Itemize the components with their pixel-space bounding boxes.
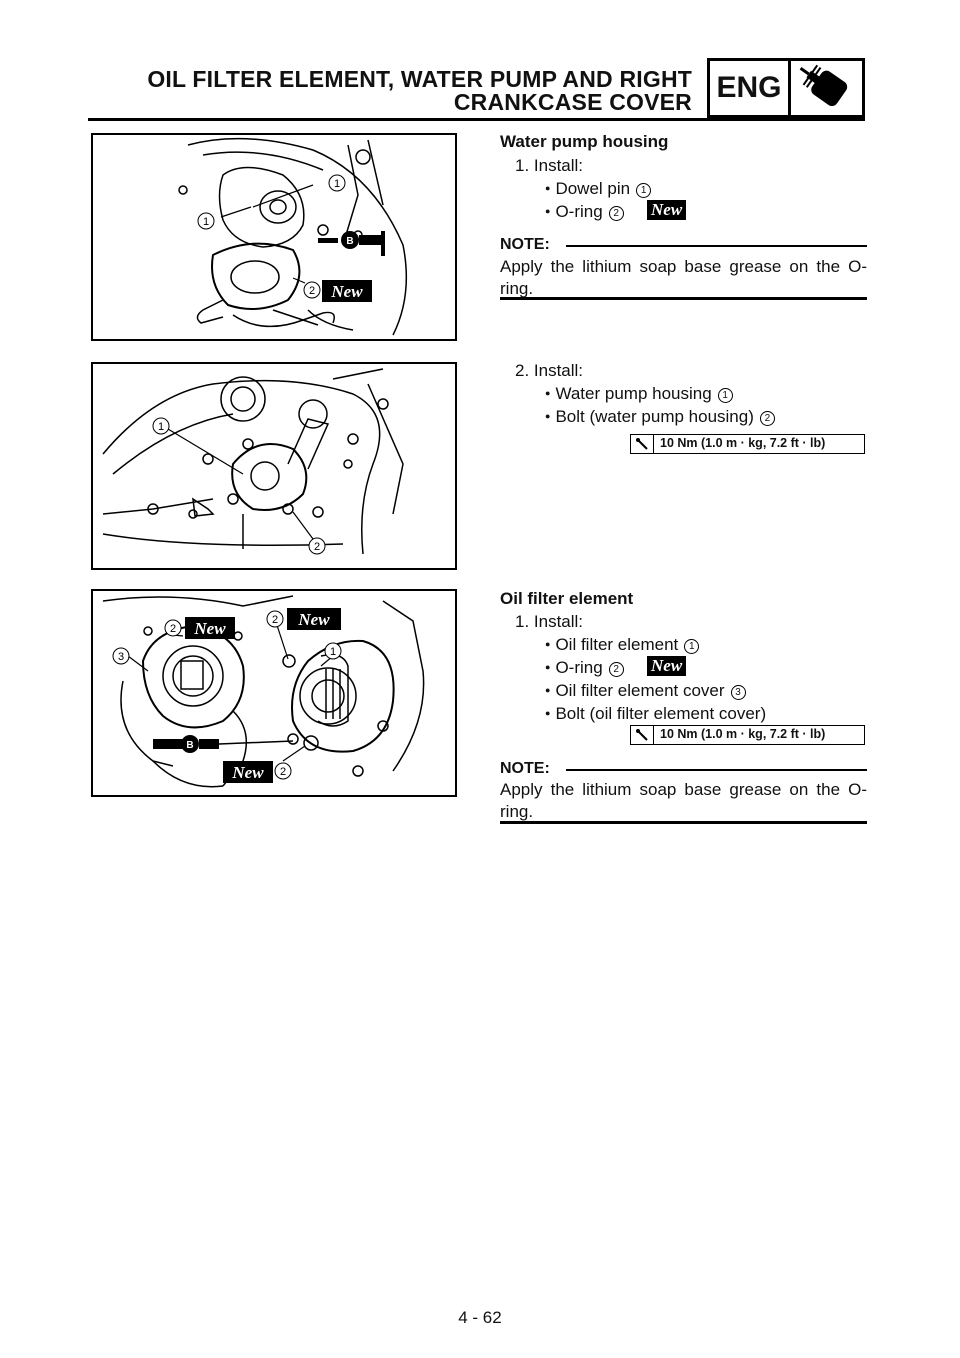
callout-label: 3: [118, 651, 124, 663]
figure-water-pump-housing: 1 2: [91, 362, 457, 570]
note-text: Apply the lithium soap base grease on th…: [500, 780, 867, 821]
new-part-badge: New: [185, 617, 235, 639]
callout-label: 1: [158, 421, 164, 433]
note-text: Apply the lithium soap base grease on th…: [500, 257, 867, 298]
oil-filter-illustration: B 2 2 3 1 2 New New: [102, 595, 425, 788]
callout-label: 2: [170, 623, 176, 635]
svg-text:New: New: [231, 763, 264, 782]
step-label: 1. Install:: [515, 156, 584, 175]
header-rule: [88, 118, 865, 121]
new-part-badge: New: [647, 656, 687, 676]
torque-spec: 10 Nm (1.0 m · kg, 7.2 ft · lb): [630, 434, 865, 454]
svg-text:New: New: [193, 619, 226, 638]
figure-oil-filter-element: B 2 2 3 1 2 New New: [91, 589, 457, 797]
step-label: 1. Install:: [515, 612, 584, 631]
new-part-badge: New: [287, 608, 341, 630]
page-number: 4 - 62: [458, 1308, 502, 1327]
torque-spec: 10 Nm (1.0 m · kg, 7.2 ft · lb): [630, 725, 865, 745]
grease-symbol: B: [318, 231, 385, 256]
note-label: NOTE:: [500, 236, 550, 253]
callout-label: 2: [309, 285, 315, 297]
engine-icon: [791, 61, 862, 115]
torque-wrench-icon: [631, 435, 654, 453]
callout-label: 1: [203, 216, 209, 228]
grease-mark: B: [346, 236, 353, 247]
torque-value: 10 Nm (1.0 m · kg, 7.2 ft · lb): [660, 436, 826, 450]
callout-label: 2: [272, 614, 278, 626]
callout-label: 2: [314, 541, 320, 553]
page-title-line2: CRANKCASE COVER: [453, 89, 692, 115]
grease-mark: B: [186, 740, 193, 751]
list-item: Bolt (oil filter element cover): [545, 703, 766, 727]
water-pump-illustration-2: 1 2: [102, 368, 404, 555]
new-part-badge: New: [223, 761, 273, 783]
note-label: NOTE:: [500, 760, 550, 777]
svg-text:New: New: [330, 282, 363, 301]
section-heading-oil-filter: Oil filter element: [500, 589, 634, 608]
svg-text:New: New: [297, 610, 330, 629]
list-item: Bolt (water pump housing)2: [545, 406, 775, 430]
torque-wrench-icon: [631, 726, 654, 744]
callout-label: 1: [334, 178, 340, 190]
callout-label: 1: [330, 646, 336, 658]
step-label: 2. Install:: [515, 361, 584, 380]
note-rule: [566, 245, 867, 247]
torque-value: 10 Nm (1.0 m · kg, 7.2 ft · lb): [660, 727, 826, 741]
note-end-rule: [500, 821, 867, 824]
callout-label: 2: [280, 766, 286, 778]
page-title-line1: OIL FILTER ELEMENT, WATER PUMP AND RIGHT: [147, 66, 692, 92]
section-heading-water-pump: Water pump housing: [500, 132, 669, 151]
section-badge: ENG: [707, 58, 865, 118]
note-end-rule: [500, 297, 867, 300]
figure-water-pump-dowel-oring: B 1 1 2 New: [91, 133, 457, 341]
grease-symbol: B: [153, 735, 294, 753]
water-pump-illustration-1: B 1 1 2 New: [178, 137, 408, 336]
new-part-badge: New: [647, 200, 687, 220]
section-label: ENG: [710, 61, 791, 115]
note-rule: [566, 769, 867, 771]
new-part-badge: New: [322, 280, 372, 302]
